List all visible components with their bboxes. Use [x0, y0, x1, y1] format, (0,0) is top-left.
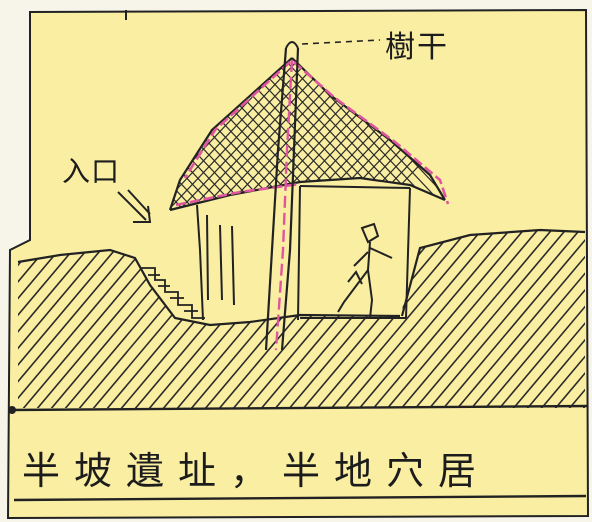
ground-surface-right: [400, 228, 586, 317]
human-figure: [337, 222, 393, 319]
trunk-label: 樹干: [385, 30, 449, 65]
entrance-arrow-icon: [117, 189, 152, 223]
trunk-leader-line: [301, 39, 381, 45]
roof-highlight: [175, 61, 450, 207]
ground-corner-dot: [8, 406, 16, 414]
house-walls: [196, 185, 411, 321]
tree-trunk: [264, 47, 300, 351]
caption-box: [9, 404, 589, 502]
trunk-highlight: [274, 59, 294, 351]
caption-text: 半坡遺址，半地穴居: [22, 449, 491, 493]
ground-surface-line: [17, 248, 401, 327]
entrance-label: 入口: [62, 155, 121, 188]
trunk-top: [285, 41, 299, 49]
entrance-steps: [140, 267, 205, 319]
